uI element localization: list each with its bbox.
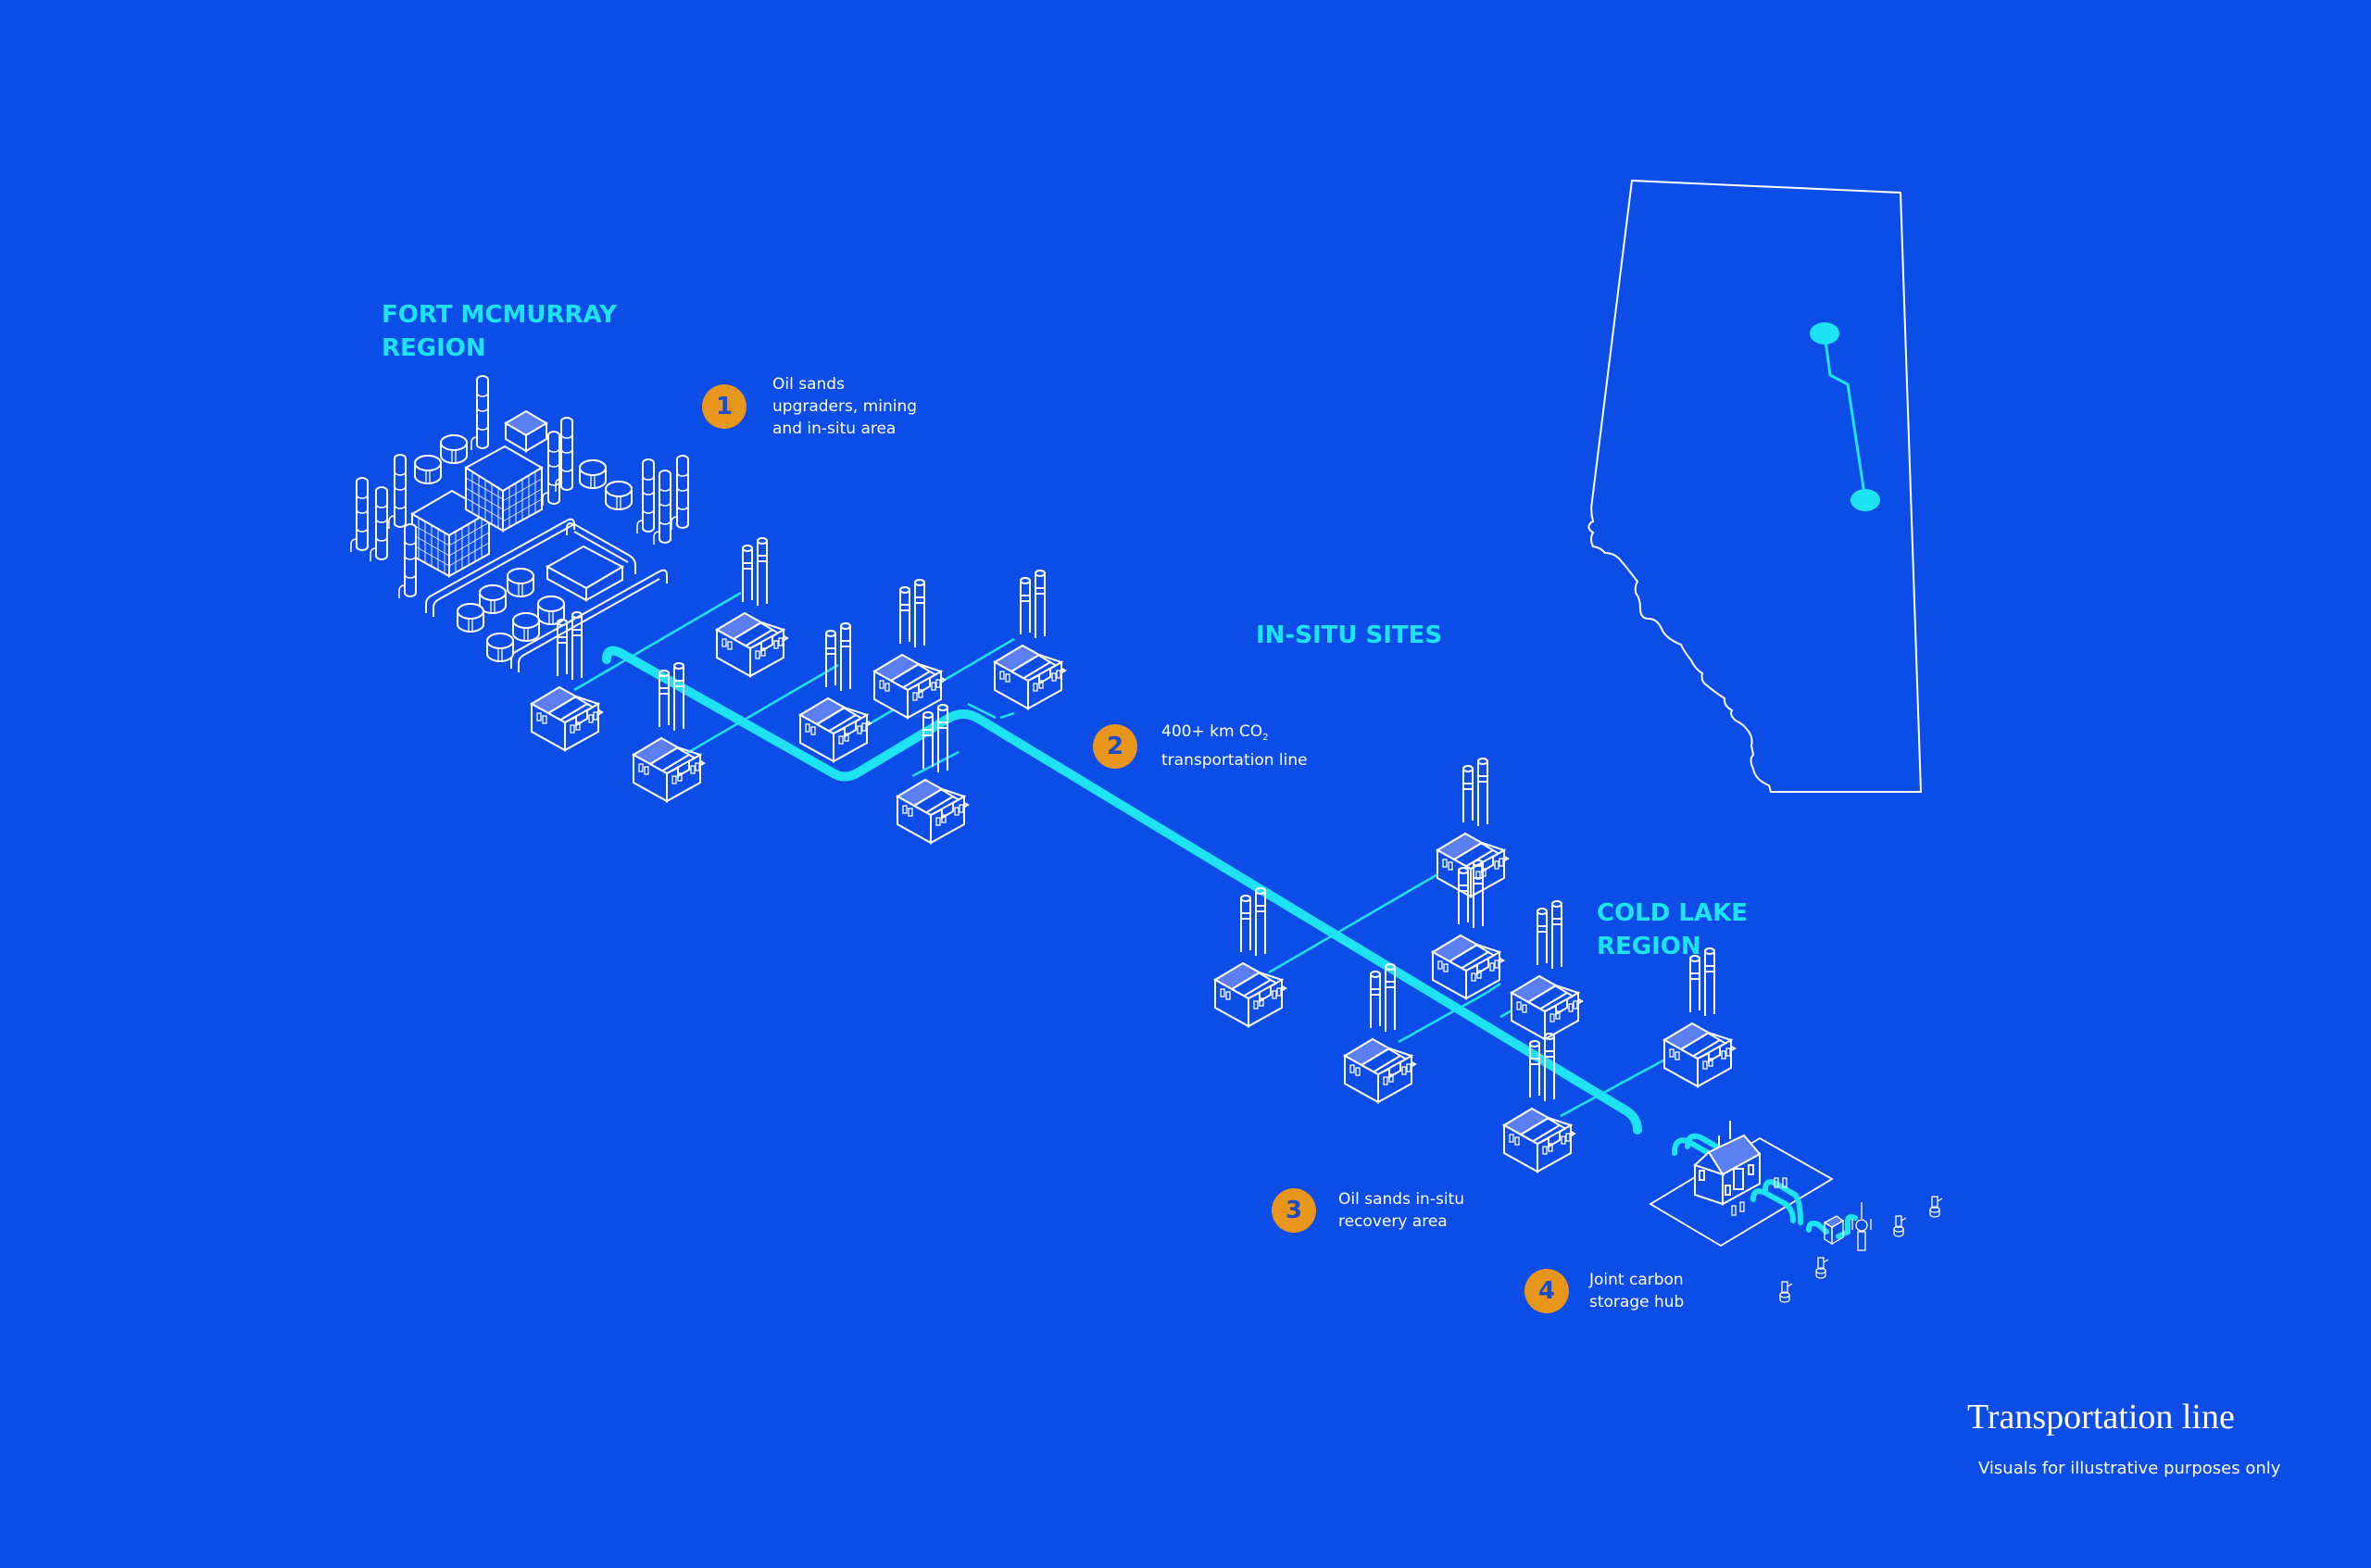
map-marker-cold-lake bbox=[1850, 489, 1880, 511]
callout-line: upgraders, mining bbox=[772, 397, 918, 416]
map-pipeline-route bbox=[1823, 332, 1867, 501]
factory-icon bbox=[1503, 1033, 1575, 1173]
callout-2: 2 400+ km CO2 transportation line bbox=[1093, 721, 1308, 771]
region-label-line: FORT MCMURRAY bbox=[382, 301, 617, 329]
region-label-line: REGION bbox=[382, 334, 486, 362]
callout-line: Joint carbon bbox=[1589, 1271, 1684, 1289]
alberta-inset-map bbox=[1587, 179, 1923, 793]
wellhead-icon bbox=[1893, 1215, 1907, 1237]
map-marker-fort-mcmurray bbox=[1810, 322, 1839, 345]
factory-icon bbox=[1511, 900, 1583, 1040]
number-badge: 2 bbox=[1093, 723, 1137, 769]
callout-1: 1 Oil sands upgraders, mining and in-sit… bbox=[702, 373, 917, 440]
region-label-cold-lake: COLD LAKE REGION bbox=[1597, 897, 1748, 963]
factory-icon bbox=[994, 570, 1066, 709]
number-badge: 1 bbox=[702, 384, 746, 429]
callout-text: Joint carbon storage hub bbox=[1589, 1269, 1684, 1313]
region-label-fort-mcmurray: FORT MCMURRAY REGION bbox=[382, 298, 617, 365]
wellhead-icon bbox=[1779, 1281, 1793, 1303]
callout-line: and in-situ area bbox=[772, 420, 897, 438]
region-label-in-situ: IN-SITU SITES bbox=[1256, 619, 1442, 652]
callout-3: 3 Oil sands in-situ recovery area bbox=[1272, 1188, 1464, 1233]
callout-line: recovery area bbox=[1338, 1212, 1448, 1231]
number-badge: 3 bbox=[1272, 1188, 1316, 1233]
callout-line: Oil sands in-situ bbox=[1338, 1190, 1464, 1209]
factory-icon bbox=[716, 537, 788, 677]
region-label-line: COLD LAKE bbox=[1597, 899, 1748, 927]
number-badge: 4 bbox=[1524, 1269, 1569, 1313]
footer-disclaimer: Visuals for illustrative purposes only bbox=[1978, 1459, 2281, 1478]
callout-line: Oil sands bbox=[772, 375, 845, 394]
factory-icon bbox=[799, 622, 872, 762]
factory-icon bbox=[1214, 887, 1286, 1027]
callout-4: 4 Joint carbon storage hub bbox=[1524, 1269, 1684, 1313]
co2-pipeline bbox=[602, 646, 1642, 1135]
wellhead-icon bbox=[1929, 1196, 1943, 1218]
in-situ-facilities-cold-lake bbox=[1214, 758, 1736, 1173]
footer-title: Transportation line bbox=[1967, 1398, 2235, 1436]
callout-text: 400+ km CO2 transportation line bbox=[1161, 721, 1308, 771]
callout-text: Oil sands in-situ recovery area bbox=[1338, 1188, 1464, 1233]
subscript: 2 bbox=[1262, 733, 1269, 743]
region-label-line: IN-SITU SITES bbox=[1256, 621, 1443, 649]
callout-line-prefix: 400+ km CO bbox=[1161, 722, 1263, 741]
callout-line: 400+ km CO2 bbox=[1161, 721, 1308, 749]
callout-text: Oil sands upgraders, mining and in-situ … bbox=[772, 373, 917, 440]
factory-icon bbox=[1344, 963, 1416, 1103]
carbon-storage-hub-illustration bbox=[1649, 1121, 1943, 1303]
callout-line: transportation line bbox=[1161, 751, 1308, 770]
fort-mcmurray-complex-illustration bbox=[350, 375, 689, 672]
region-label-line: REGION bbox=[1597, 933, 1701, 960]
province-outline bbox=[1587, 179, 1923, 793]
factory-icon bbox=[1663, 947, 1736, 1087]
wellhead-icon bbox=[1815, 1257, 1829, 1279]
callout-line: storage hub bbox=[1589, 1293, 1685, 1311]
factory-icon bbox=[897, 704, 969, 844]
factory-icon bbox=[873, 579, 946, 719]
factory-icon bbox=[633, 662, 705, 802]
